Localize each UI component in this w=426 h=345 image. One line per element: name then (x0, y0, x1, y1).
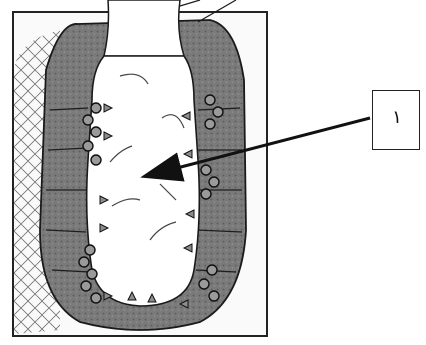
upper-opening (104, 0, 184, 56)
callout-label-box: ١ (372, 90, 420, 150)
callout-label: ١ (373, 107, 421, 128)
central-cavity (87, 56, 200, 306)
